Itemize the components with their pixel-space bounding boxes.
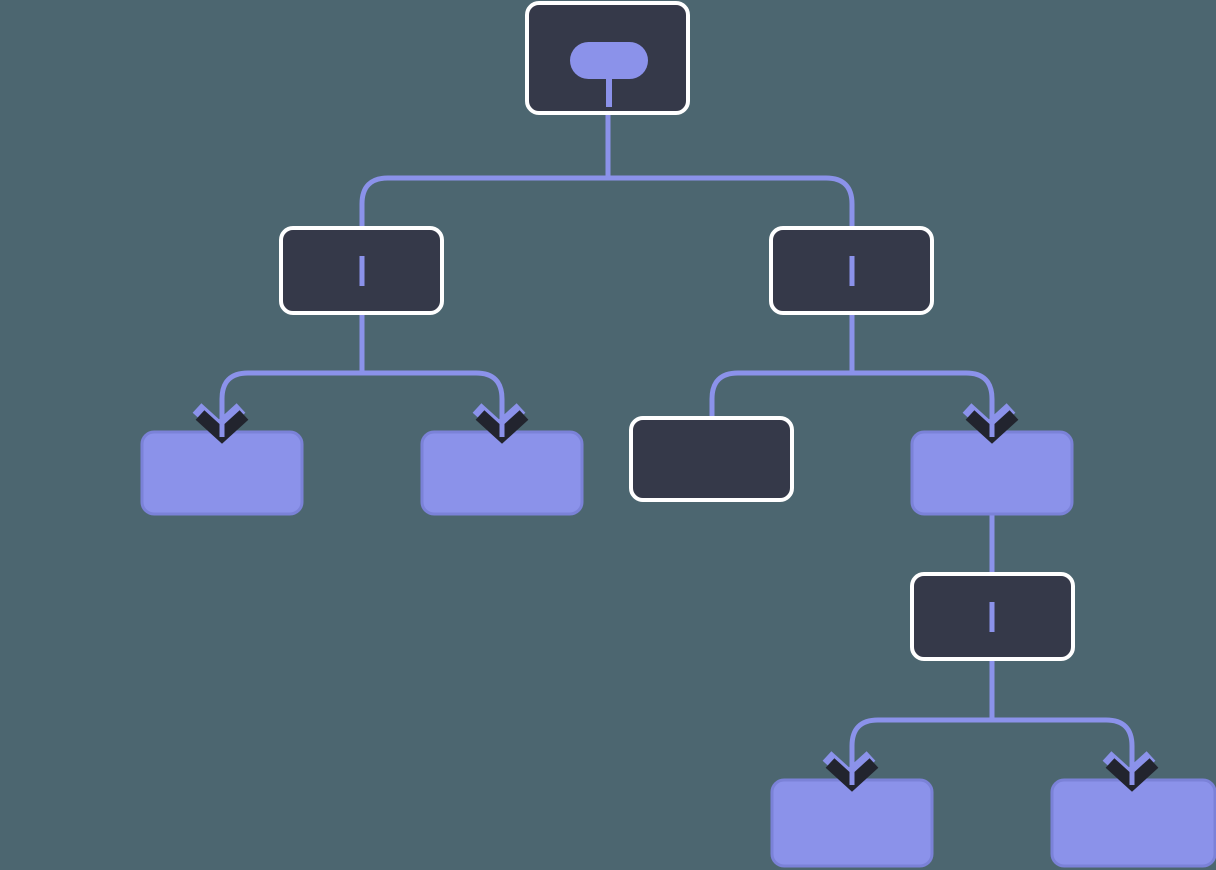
arrowheads-layer xyxy=(192,401,1159,792)
arrowhead-into-leaf-1 xyxy=(192,401,249,444)
connector-branch-left-to-leaf-2 xyxy=(362,370,505,436)
root-pill-stem xyxy=(606,75,612,107)
root-pill-icon xyxy=(570,42,648,79)
connector-branch-left-to-leaf-1 xyxy=(219,370,362,436)
intermediate-purple-node-shape[interactable] xyxy=(910,430,1074,516)
leaf-node-4-shape[interactable] xyxy=(1050,778,1216,868)
connector-root-to-branch-right xyxy=(608,175,855,313)
nodes-layer xyxy=(140,1,1216,868)
connector-root-to-branch-left xyxy=(359,175,608,313)
connector-sub-branch-to-leaf-3 xyxy=(849,717,992,784)
arrowhead-into-mid-purple xyxy=(962,401,1019,444)
leaf-node-1-shape[interactable] xyxy=(140,430,304,516)
leaf-node-3[interactable] xyxy=(770,778,934,868)
intermediate-purple-node[interactable] xyxy=(910,430,1074,516)
leaf-node-4[interactable] xyxy=(1050,778,1216,868)
connector-branch-right-to-mid-purple xyxy=(852,370,995,436)
root-node[interactable] xyxy=(525,1,690,115)
leaf-node-2-shape[interactable] xyxy=(420,430,584,516)
leaf-node-1[interactable] xyxy=(140,430,304,516)
dark-leaf-node[interactable] xyxy=(629,416,794,502)
connector-branch-right-to-dark-leaf xyxy=(709,370,852,420)
connector-sub-branch-to-leaf-4 xyxy=(992,717,1135,784)
leaf-node-2[interactable] xyxy=(420,430,584,516)
arrowhead-into-leaf-2 xyxy=(472,401,529,444)
arrowhead-into-leaf-4 xyxy=(1102,749,1159,792)
connectors-layer xyxy=(219,113,1135,784)
arrowhead-into-leaf-3 xyxy=(822,749,879,792)
dark-leaf-node-shape[interactable] xyxy=(629,416,794,502)
leaf-node-3-shape[interactable] xyxy=(770,778,934,868)
